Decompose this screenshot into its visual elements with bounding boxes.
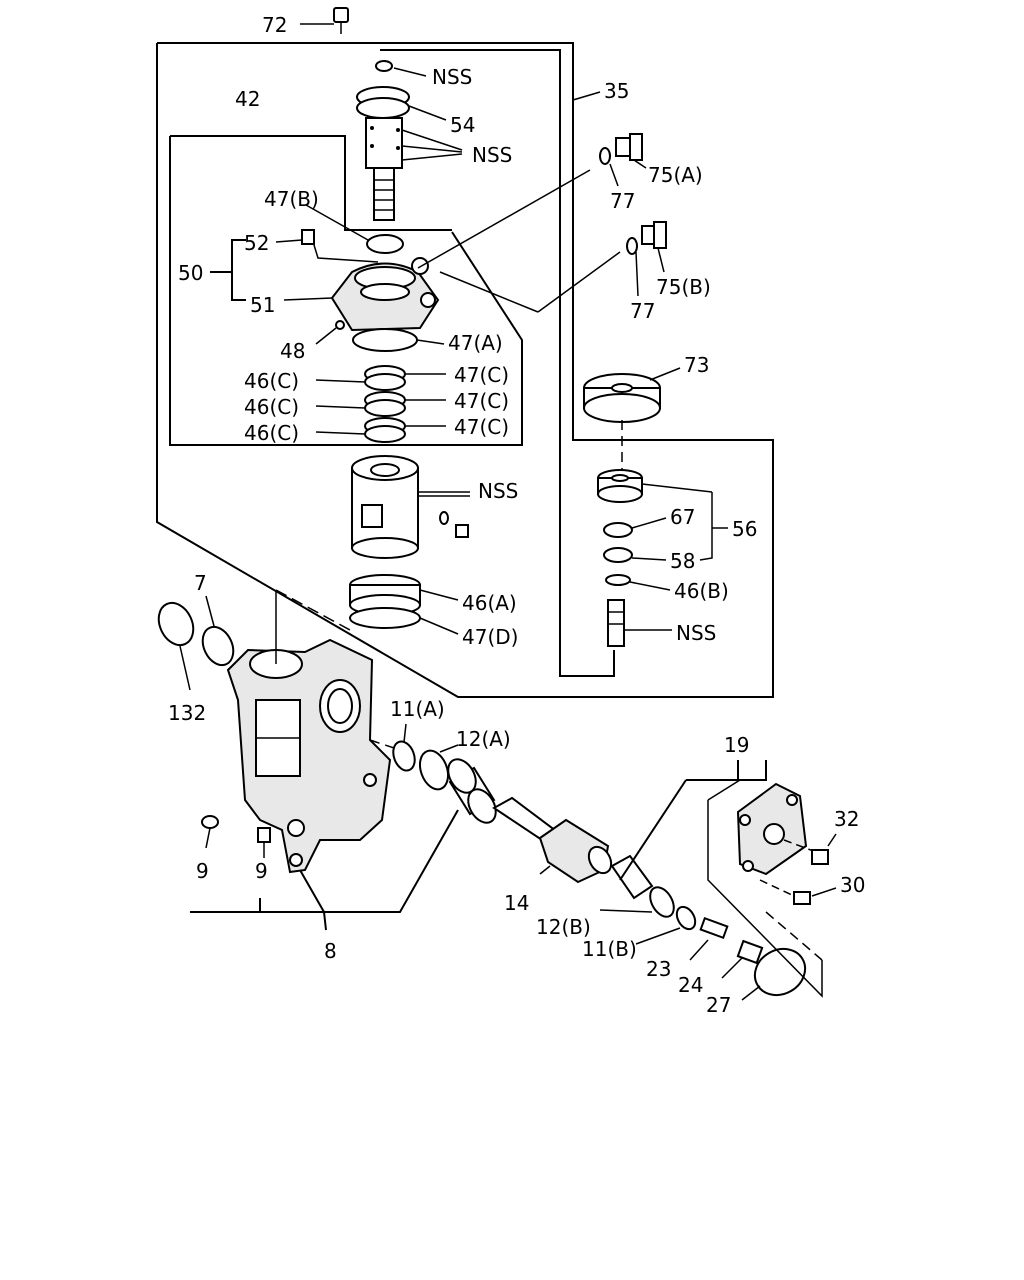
label-11a: 11(A) bbox=[390, 697, 445, 721]
label-12b: 12(B) bbox=[536, 915, 591, 939]
housing-fasteners bbox=[190, 809, 459, 931]
label-47c-1: 47(C) bbox=[454, 363, 509, 387]
right-valve-parts bbox=[583, 133, 728, 647]
label-48: 48 bbox=[280, 339, 305, 363]
label-58: 58 bbox=[670, 549, 695, 573]
gear-housing bbox=[157, 589, 392, 874]
label-nss-piston: NSS bbox=[478, 479, 518, 503]
label-72: 72 bbox=[262, 13, 287, 37]
end-cover bbox=[619, 760, 837, 998]
label-35: 35 bbox=[604, 79, 629, 103]
label-50: 50 bbox=[178, 261, 203, 285]
shaft-parts bbox=[369, 723, 807, 1001]
label-27: 27 bbox=[706, 993, 731, 1017]
label-75a: 75(A) bbox=[648, 163, 703, 187]
label-nss-balls: NSS bbox=[472, 143, 512, 167]
label-77-b: 77 bbox=[630, 299, 655, 323]
label-46c-1: 46(C) bbox=[244, 369, 299, 393]
label-46a: 46(A) bbox=[462, 591, 517, 615]
piston-assembly bbox=[349, 455, 470, 635]
label-52: 52 bbox=[244, 231, 269, 255]
label-47b: 47(B) bbox=[264, 187, 319, 211]
label-11b: 11(B) bbox=[582, 937, 637, 961]
label-132: 132 bbox=[168, 701, 206, 725]
label-30: 30 bbox=[840, 873, 865, 897]
label-77-a: 77 bbox=[610, 189, 635, 213]
seal-ring-stack bbox=[315, 365, 446, 443]
label-12a: 12(A) bbox=[456, 727, 511, 751]
label-73: 73 bbox=[684, 353, 709, 377]
label-46c-3: 46(C) bbox=[244, 421, 299, 445]
label-46c-2: 46(C) bbox=[244, 395, 299, 419]
label-32: 32 bbox=[834, 807, 859, 831]
label-nss-pin: NSS bbox=[676, 621, 716, 645]
label-51: 51 bbox=[250, 293, 275, 317]
group-outlines bbox=[156, 42, 774, 698]
label-47a: 47(A) bbox=[448, 331, 503, 355]
label-9-b: 9 bbox=[255, 859, 268, 883]
label-47c-2: 47(C) bbox=[454, 389, 509, 413]
label-8: 8 bbox=[324, 939, 337, 963]
label-75b: 75(B) bbox=[656, 275, 711, 299]
label-67: 67 bbox=[670, 505, 695, 529]
label-19: 19 bbox=[724, 733, 749, 757]
label-56: 56 bbox=[732, 517, 757, 541]
label-42: 42 bbox=[235, 87, 260, 111]
label-47c-3: 47(C) bbox=[454, 415, 509, 439]
label-nss-cap: NSS bbox=[432, 65, 472, 89]
label-47d: 47(D) bbox=[462, 625, 518, 649]
label-14: 14 bbox=[504, 891, 529, 915]
label-54: 54 bbox=[450, 113, 475, 137]
label-23: 23 bbox=[646, 957, 671, 981]
label-9-a: 9 bbox=[196, 859, 209, 883]
label-24: 24 bbox=[678, 973, 703, 997]
valve-spool-assembly bbox=[300, 7, 463, 221]
label-46b: 46(B) bbox=[674, 579, 729, 603]
label-7: 7 bbox=[194, 571, 207, 595]
callout-labels: 72 42 NSS 54 NSS 35 75(A) 77 47(B) 52 50… bbox=[168, 13, 865, 1017]
valve-housing-assembly bbox=[210, 169, 621, 352]
